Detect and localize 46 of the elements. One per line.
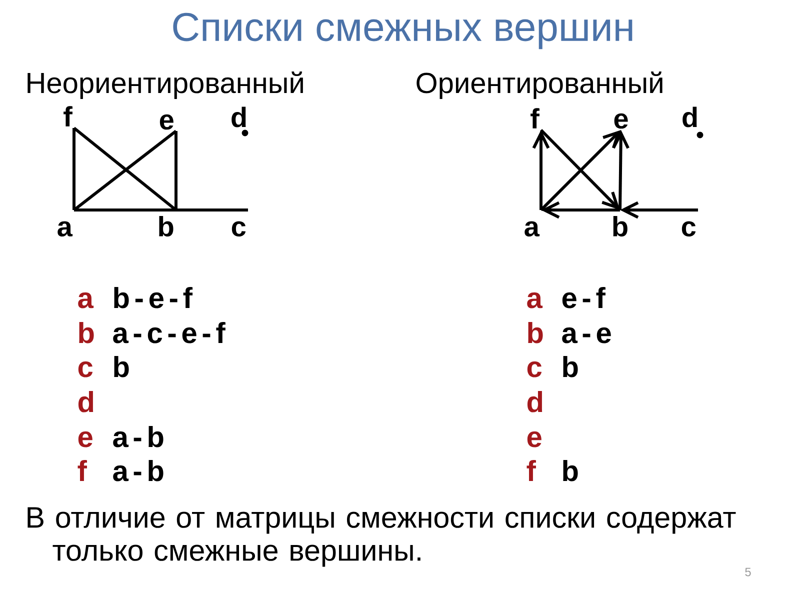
list-entry: a-b (113, 426, 164, 448)
list-entry: a-e (562, 327, 611, 344)
vertex-label: c (682, 221, 696, 237)
heading: Неориентированный (28, 71, 303, 100)
list-key: b (528, 322, 543, 344)
note-text: В отличие от матрицы смежности списки содержат только смежные вершины. (28, 507, 736, 567)
line (174, 131, 178, 210)
list-key: e (78, 431, 92, 448)
arrow (532, 130, 550, 210)
list-key: f (78, 460, 87, 481)
arrow (620, 201, 698, 219)
vertex-label: f (64, 106, 72, 126)
vertex-label: a (58, 221, 73, 237)
arrow (612, 130, 630, 210)
list-entry: b (114, 356, 129, 378)
vertex-label: e (160, 114, 174, 130)
list-entry: e-f (562, 287, 606, 308)
vertex-label: a (524, 221, 540, 237)
list-key: e (527, 431, 542, 448)
line (176, 208, 248, 212)
list-entry: b (563, 356, 578, 378)
vertex-label: f (530, 108, 540, 128)
vertex-label: c (232, 221, 246, 237)
arrow (541, 201, 620, 219)
line (74, 208, 176, 212)
list-entry: b-e-f (114, 287, 193, 308)
title: Списки смежных вершин (173, 12, 632, 50)
vertex-label: b (159, 216, 174, 237)
page-number: 5 (745, 568, 751, 576)
list-key: d (527, 391, 542, 412)
list-entry: a-b (113, 460, 164, 482)
list-key: b (79, 322, 94, 344)
vertex-label: e (614, 113, 628, 129)
vertex-label: b (613, 216, 628, 237)
vertex-label: d (682, 106, 697, 128)
list-key: c (78, 361, 93, 378)
list-entry: b (563, 460, 578, 482)
list-key: c (527, 361, 542, 378)
list-key: a (527, 292, 543, 308)
list-key: a (78, 292, 94, 308)
list-key: f (526, 460, 536, 481)
list-key: d (78, 391, 94, 412)
list-entry: a-c-e-f (113, 322, 226, 344)
vertex-label: d (232, 106, 246, 128)
heading: Ориентированный (416, 71, 662, 100)
line (72, 128, 76, 210)
